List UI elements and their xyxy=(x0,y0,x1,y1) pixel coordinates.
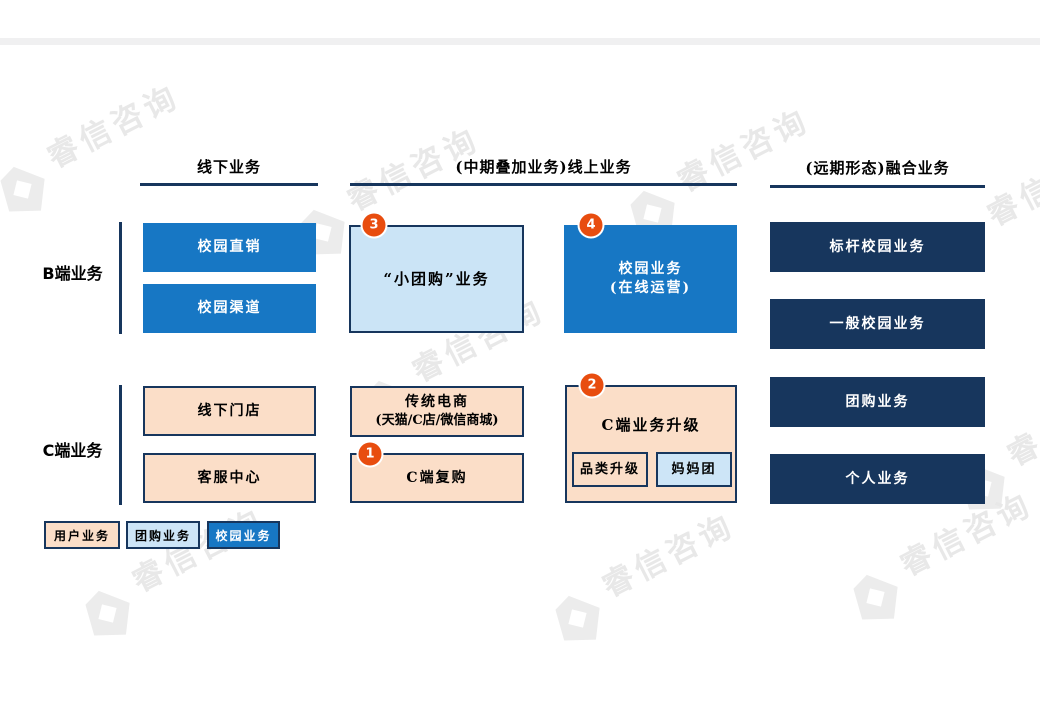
step-badge-2: 2 xyxy=(578,371,606,399)
watermark-text: 睿信咨询 xyxy=(596,507,742,605)
column-underline-online xyxy=(350,183,737,186)
step-badge-3: 3 xyxy=(360,211,388,239)
column-header-fusion: (远期形态)融合业务 xyxy=(805,159,950,177)
box-campus-direct-sales: 校园直销 xyxy=(143,223,316,272)
column-underline-offline xyxy=(140,183,318,186)
ruixin-logo-icon xyxy=(555,595,600,641)
box-groupbuy-business: 团购业务 xyxy=(770,377,985,427)
watermark-text: 睿信咨询 xyxy=(1001,376,1040,474)
watermark: 睿信咨询 xyxy=(0,62,200,222)
section-label-c-side: C端业务 xyxy=(42,441,103,460)
step-badge-4: 4 xyxy=(577,211,605,239)
box-campus-channel: 校园渠道 xyxy=(143,284,316,333)
legend-campus-business: 校园业务 xyxy=(207,521,280,549)
box-service-center: 客服中心 xyxy=(143,453,316,503)
ruixin-logo-icon xyxy=(85,590,130,636)
ruixin-logo-icon xyxy=(0,166,45,212)
watermark-text: 睿信咨询 xyxy=(981,136,1040,234)
watermark: 睿信咨询 xyxy=(85,486,285,646)
box-label-line1: 校园业务 xyxy=(618,261,683,278)
box-traditional-ecommerce: 传统电商 (天猫/C店/微信商城) xyxy=(350,386,524,437)
step-badge-1: 1 xyxy=(356,440,384,468)
box-c-side-upgrade: C端业务升级 品类升级 妈妈团 xyxy=(565,385,737,503)
box-small-groupbuy-business: “小团购”业务 xyxy=(349,225,524,333)
box-label-line1: 传统电商 xyxy=(405,394,469,411)
section-bracket-b xyxy=(119,222,122,334)
box-label: “小团购”业务 xyxy=(383,269,490,288)
box-label: C端复购 xyxy=(406,469,468,486)
box-campus-online-operations: 校园业务 (在线运营) xyxy=(564,225,737,333)
column-header-offline: 线下业务 xyxy=(196,158,261,176)
legend-user-business: 用户业务 xyxy=(44,521,120,549)
box-category-upgrade: 品类升级 xyxy=(572,452,648,487)
top-divider-bar xyxy=(0,38,1040,45)
column-header-online: (中期叠加业务)线上业务 xyxy=(455,158,632,176)
legend-groupbuy-business: 团购业务 xyxy=(126,521,200,549)
ruixin-logo-icon xyxy=(853,574,898,620)
box-benchmark-campus: 标杆校园业务 xyxy=(770,222,985,272)
box-label-line2: (在线运营) xyxy=(609,280,692,296)
box-offline-store: 线下门店 xyxy=(143,386,316,436)
box-personal-business: 个人业务 xyxy=(770,454,985,504)
column-underline-fusion xyxy=(770,185,985,188)
box-label-line2: (天猫/C店/微信商城) xyxy=(375,413,499,429)
section-bracket-c xyxy=(119,385,122,505)
box-mama-group: 妈妈团 xyxy=(656,452,732,487)
section-label-b-side: B端业务 xyxy=(42,264,103,283)
box-label: C端业务升级 xyxy=(601,416,701,434)
watermark: 睿信咨询 xyxy=(555,491,755,651)
box-general-campus: 一般校园业务 xyxy=(770,299,985,349)
